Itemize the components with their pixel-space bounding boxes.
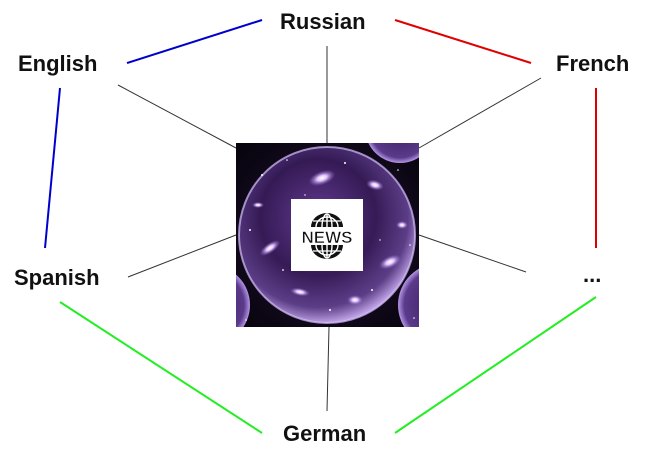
language-english: English <box>18 51 98 76</box>
link-russian-french <box>394 19 532 64</box>
link-english-spanish <box>44 87 61 249</box>
news-badge-text: NEWS <box>302 228 353 247</box>
globe-icon <box>311 213 343 259</box>
link-spanish-german <box>59 301 263 434</box>
link-german-more <box>394 296 597 434</box>
link-english-russian <box>126 19 263 64</box>
spoke-spanish <box>127 234 237 278</box>
language-spanish: Spanish <box>14 265 100 290</box>
spoke-lines <box>117 46 542 412</box>
ring-links <box>44 19 597 434</box>
spoke-german <box>326 326 330 412</box>
language-more: ... <box>583 262 602 287</box>
spoke-english <box>117 84 237 149</box>
spoke-french <box>418 77 542 149</box>
language-russian: Russian <box>280 9 366 34</box>
language-german: German <box>283 421 367 446</box>
news-globe-image: NEWS <box>236 143 419 327</box>
language-french: French <box>556 51 630 76</box>
spoke-more <box>418 234 527 273</box>
